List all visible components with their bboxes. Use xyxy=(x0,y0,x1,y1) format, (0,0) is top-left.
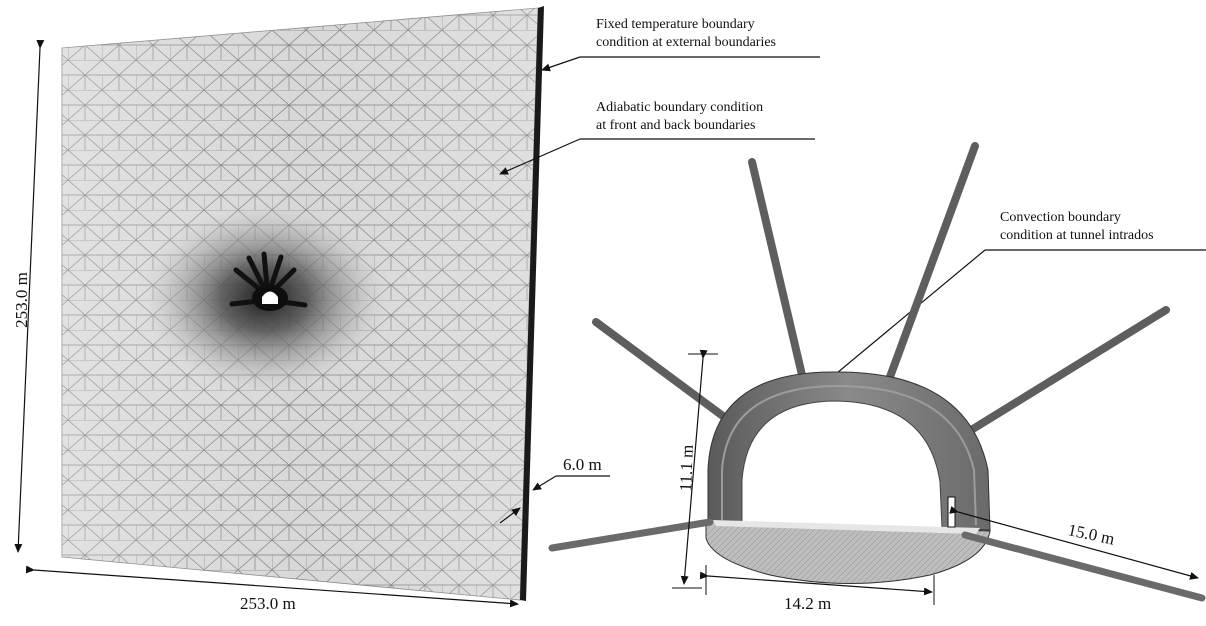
convection-label-line2: condition at tunnel intrados xyxy=(1000,228,1154,243)
rock-bolts-back xyxy=(592,142,1170,444)
tunnel-model xyxy=(548,142,1206,602)
invert-top-face xyxy=(712,520,980,534)
tunnel-opening-mesh xyxy=(262,291,278,304)
block-thickness-edge xyxy=(520,6,544,601)
thermocouple-marker xyxy=(947,496,956,528)
adiabatic-label-line1: Adiabatic boundary condition xyxy=(596,100,764,115)
soil-mesh-model xyxy=(61,6,544,601)
fixed-temp-label-line2: condition at external boundaries xyxy=(596,35,776,50)
tunnel-width-label: 14.2 m xyxy=(784,594,832,613)
adiabatic-leader xyxy=(499,138,815,175)
tunnel-length-dimension xyxy=(949,506,1199,580)
tunnel-height-dimension xyxy=(672,349,718,589)
adiabatic-label-line2: at front and back boundaries xyxy=(596,118,756,133)
tunnel-height-label: 11.1 m xyxy=(676,444,697,492)
tunnel-width-dimension xyxy=(699,565,935,605)
fixed-temp-leader xyxy=(541,56,820,72)
convection-label-line1: Convection boundary xyxy=(1000,210,1121,225)
model-width-dimension xyxy=(25,565,519,608)
model-height-label: 253.0 m xyxy=(12,272,31,328)
tunnel-opening xyxy=(741,400,943,529)
lining-inner-band xyxy=(721,384,977,526)
model-thickness-leader xyxy=(499,475,610,524)
model-thickness-label: 6.0 m xyxy=(563,455,602,474)
model-width-label: 253.0 m xyxy=(240,594,296,613)
model-height-dimension xyxy=(14,39,45,553)
fixed-temp-label-line1: Fixed temperature boundary xyxy=(596,17,755,32)
